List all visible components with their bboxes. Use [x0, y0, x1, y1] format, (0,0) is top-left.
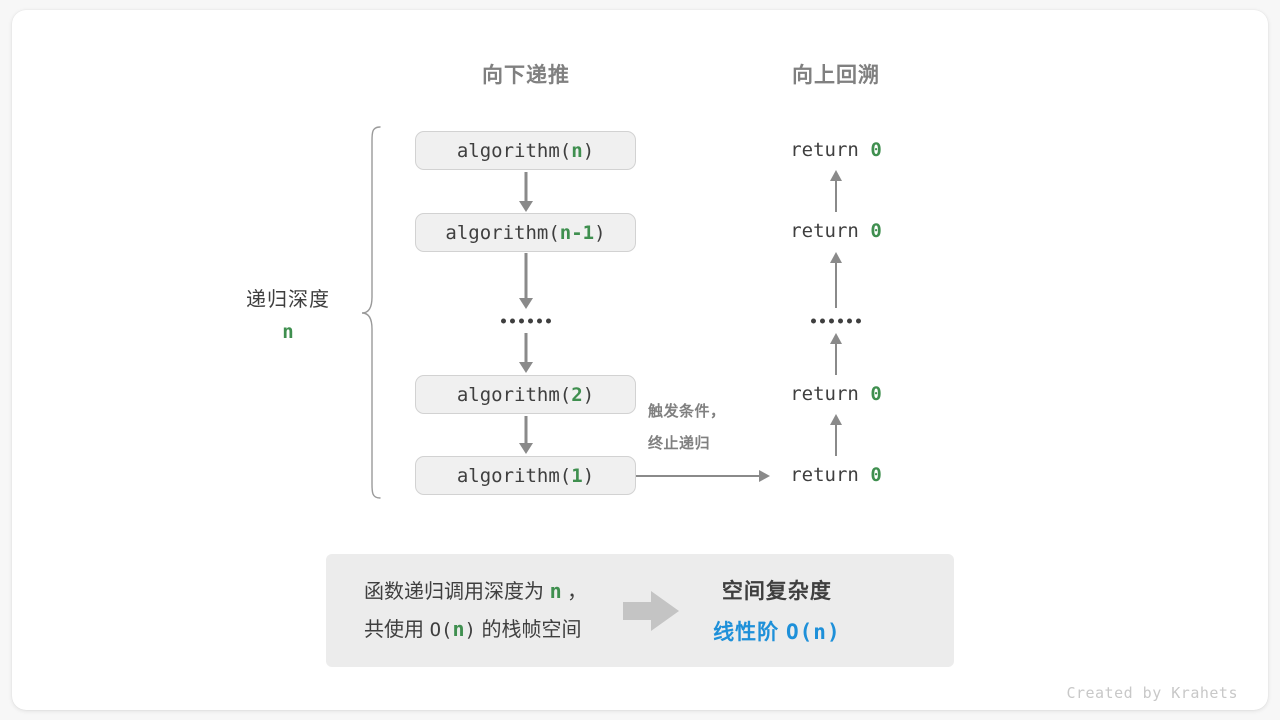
return-keyword: return [790, 464, 859, 486]
return-label-4: return 0 [790, 464, 882, 486]
credit-text: Created by Krahets [1066, 684, 1238, 702]
return-label-2: return 0 [790, 220, 882, 242]
up-arrow-2 [830, 252, 842, 308]
down-arrow-4 [519, 416, 533, 454]
call-box-prefix: algorithm( [456, 139, 572, 162]
return-value: 0 [870, 139, 882, 161]
call-box-n-minus-1[interactable]: algorithm(n-1) [415, 213, 636, 252]
call-box-suffix: ) [582, 383, 595, 406]
heading-recurse-down: 向下递推 [482, 64, 570, 87]
down-arrow-2 [519, 253, 533, 309]
call-box-1[interactable]: algorithm(1) [415, 456, 636, 495]
implies-arrow-icon [623, 590, 680, 631]
ellipsis-dots-right [811, 318, 861, 324]
return-label-3: return 0 [790, 383, 882, 405]
call-box-prefix: algorithm( [456, 464, 572, 487]
recursion-depth-value: n [282, 321, 294, 343]
summary-line2-prefix: 共使用 [364, 618, 424, 641]
terminate-note-line1: 触发条件， [648, 403, 726, 420]
call-box-prefix: algorithm( [456, 383, 572, 406]
call-box-n[interactable]: algorithm(n) [415, 131, 636, 170]
complexity-notation: O(n) [786, 620, 841, 644]
up-arrow-4 [830, 414, 842, 456]
call-box-arg: 1 [571, 464, 583, 487]
recursion-depth-text: 递归深度 [246, 289, 330, 311]
up-arrow-1 [830, 170, 842, 212]
diagram-card: 向下递推 向上回溯 递归深度 n algorithm(n) algorithm(… [12, 10, 1268, 710]
call-box-arg: n-1 [559, 221, 595, 244]
call-box-suffix: ) [582, 464, 595, 487]
call-box-suffix: ) [594, 221, 606, 244]
return-keyword: return [790, 383, 859, 405]
summary-line2-close: ) [464, 618, 476, 641]
down-arrow-3 [519, 333, 533, 373]
return-value: 0 [870, 220, 882, 242]
space-complexity-value: 线性阶 O(n) [713, 616, 840, 646]
call-box-2[interactable]: algorithm(2) [415, 375, 636, 414]
recursion-depth-label: 递归深度 n [246, 283, 330, 343]
summary-line1-var: n [549, 578, 562, 603]
summary-panel: 函数递归调用深度为 n ， 共使用 O(n) 的栈帧空间 空间复杂度 线性阶 O… [326, 554, 954, 667]
call-box-prefix: algorithm( [445, 221, 560, 244]
heading-backtrack-up: 向上回溯 [792, 64, 880, 87]
return-value: 0 [870, 464, 882, 486]
ellipsis-dots-left [501, 318, 551, 324]
summary-line2-suffix: 的栈帧空间 [481, 618, 582, 641]
summary-line1-prefix: 函数递归调用深度为 [364, 580, 544, 603]
call-box-arg: n [571, 139, 583, 162]
return-keyword: return [790, 139, 859, 161]
diagram-stage: 向下递推 向上回溯 递归深度 n algorithm(n) algorithm(… [12, 10, 1268, 710]
call-box-suffix: ) [582, 139, 595, 162]
terminate-note: 触发条件， 终止递归 [648, 396, 726, 460]
call-box-arg: 2 [571, 383, 583, 406]
summary-line1-suffix: ， [567, 580, 588, 603]
summary-line2-open: O( [429, 618, 453, 641]
space-complexity-title: 空间复杂度 [721, 580, 832, 603]
summary-right-text: 空间复杂度 线性阶 O(n) [713, 575, 840, 646]
return-label-1: return 0 [790, 139, 882, 161]
terminate-note-line2: 终止递归 [648, 435, 711, 452]
up-arrow-3 [830, 333, 842, 375]
summary-left-text: 函数递归调用深度为 n ， 共使用 O(n) 的栈帧空间 [364, 573, 587, 649]
recursion-depth-brace [360, 125, 384, 505]
return-keyword: return [790, 220, 859, 242]
base-case-arrow [636, 470, 770, 482]
down-arrow-1 [519, 172, 533, 212]
return-value: 0 [870, 383, 882, 405]
summary-line2-var: n [452, 616, 465, 641]
complexity-name: 线性阶 [713, 621, 780, 644]
